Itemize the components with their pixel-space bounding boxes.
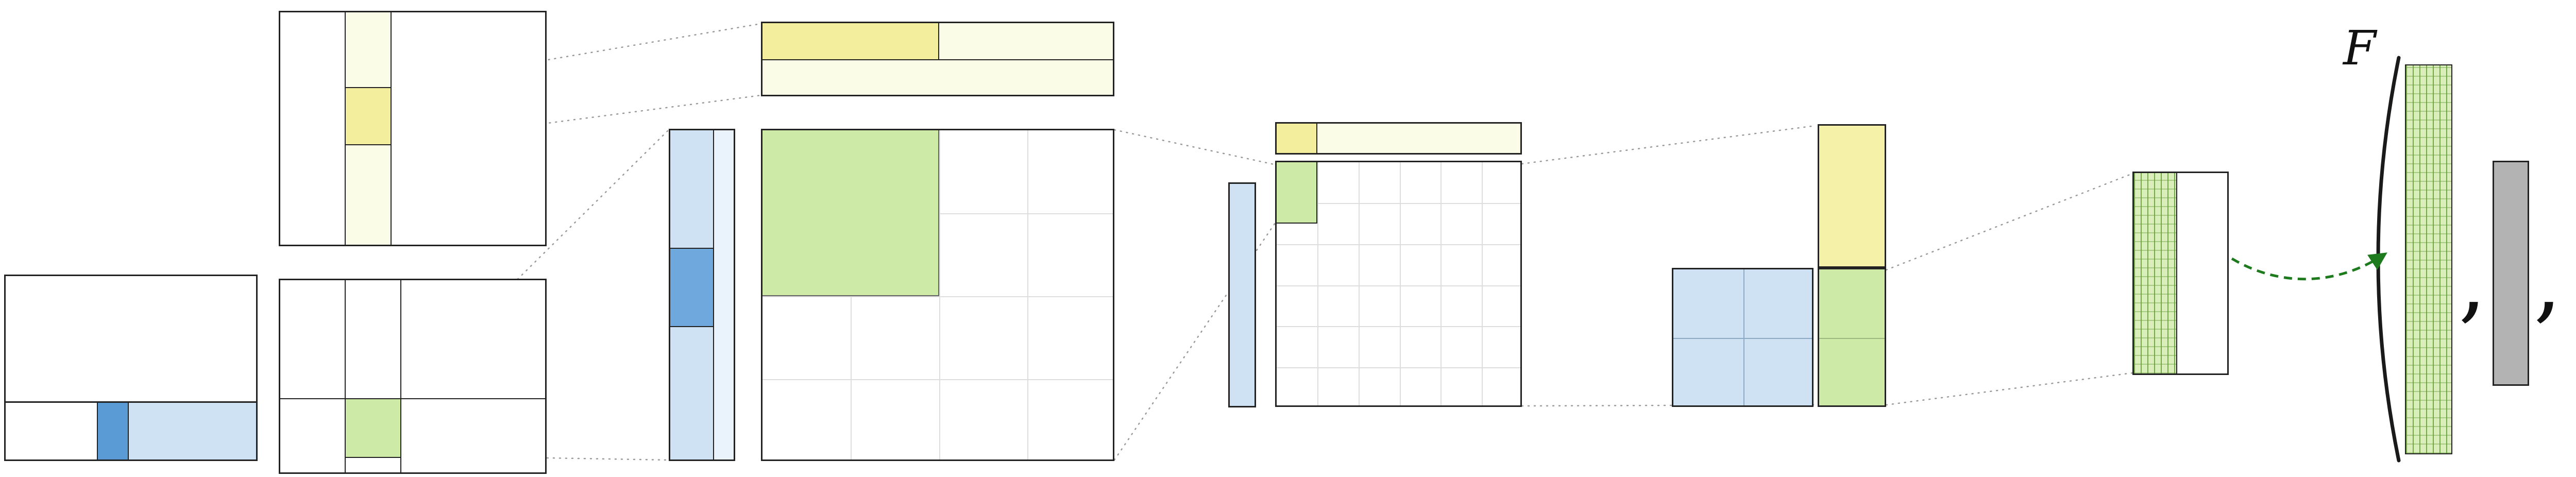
green-dashed-arrow [2231, 252, 2387, 281]
matrix-left-blue-strip [4, 275, 258, 461]
comma-separator: , [2459, 231, 2487, 333]
grid-line [1482, 162, 1483, 405]
grid-line [1673, 338, 1812, 339]
partition-line [713, 130, 714, 459]
partition-line [400, 280, 401, 472]
connector-line [1885, 372, 2133, 406]
matrix-green-cell [279, 279, 547, 474]
green-block [762, 130, 939, 296]
dark-blue-segment [670, 248, 713, 327]
matrix-medium-green-cell [1275, 161, 1522, 407]
ellipsis: ⋯ [2568, 210, 2576, 287]
grid-line [1440, 162, 1442, 405]
grid-line [1277, 285, 1520, 286]
grid-line [1819, 338, 1885, 339]
yellow-segment [762, 23, 939, 59]
row-vector-yellow-small [1275, 122, 1522, 155]
grid-line [1277, 203, 1520, 204]
strip-cell-white [6, 403, 97, 459]
vectorized-green-column [2405, 64, 2452, 454]
connector-line [1885, 173, 2133, 271]
function-label: F [2343, 21, 2376, 76]
grid-line [1317, 162, 1318, 405]
grid-line [1277, 367, 1520, 368]
green-cell-small [1277, 162, 1317, 224]
comma-separator: , [2534, 231, 2562, 333]
grid-line [939, 130, 940, 459]
partition-line [345, 280, 346, 472]
column-vector-yellow [1818, 124, 1886, 268]
strip-cell-dark-blue [97, 403, 129, 459]
connector-line [1521, 404, 1817, 407]
vector-right-half [714, 130, 734, 459]
partition-line [280, 398, 545, 399]
matrix-yellow-column [279, 11, 547, 246]
grid-line [1277, 326, 1520, 327]
grid-line [1359, 162, 1360, 405]
strip-cell-light-blue [129, 403, 256, 459]
grid-line [762, 296, 1113, 297]
yellow-cell [345, 87, 392, 145]
left-parenthesis [2376, 56, 2401, 463]
bottom-row-strip [6, 401, 256, 459]
column-vector-blue [669, 129, 735, 461]
yellow-segment-small [1277, 124, 1317, 153]
grid-line [1400, 162, 1401, 405]
column-vector-green [1818, 268, 1886, 407]
connector-line [1521, 125, 1817, 165]
matrix-hatched-column [2132, 172, 2229, 375]
vector-gray [2493, 161, 2529, 386]
grid-line [1277, 244, 1520, 245]
grid-line [762, 379, 1113, 380]
column-vector-blue-small [1228, 182, 1256, 407]
grid-line [1027, 130, 1028, 459]
hatched-green-column [2134, 173, 2177, 373]
matrix-blue-2x2 [1672, 268, 1814, 407]
row-vector-yellow [761, 22, 1114, 96]
matrix-large-green-block [761, 129, 1114, 461]
green-cell [345, 398, 401, 458]
partition-line [762, 59, 1113, 60]
grid-line [1743, 269, 1744, 405]
